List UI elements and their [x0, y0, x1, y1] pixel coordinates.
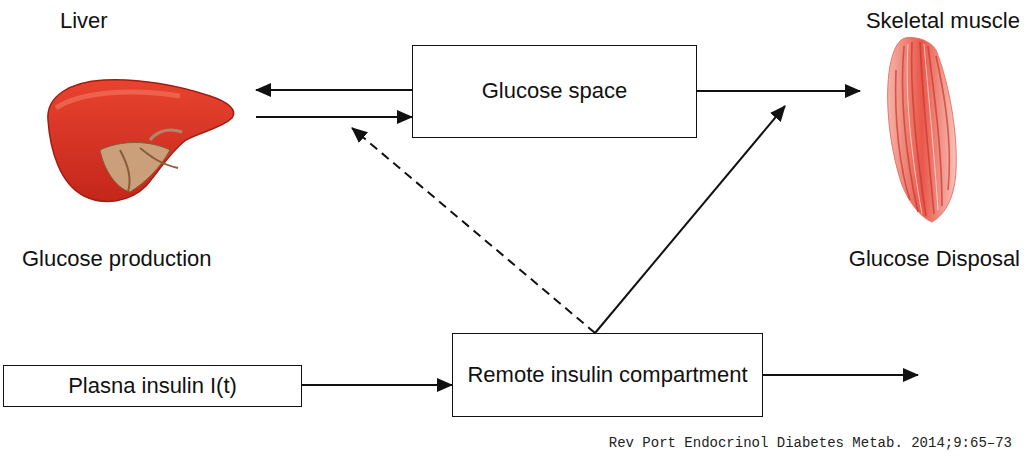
node-caption: Glucose Disposal [849, 246, 1020, 272]
flow-arrow [697, 90, 860, 92]
node-title: Remote insulin compartment [467, 362, 747, 388]
flow-arrow [256, 116, 412, 118]
insulin-action-dashed [352, 128, 595, 333]
node-title: Plasna insulin I(t) [68, 373, 237, 399]
insulin-action-line [595, 106, 785, 333]
flow-arrow [302, 384, 452, 386]
node-title: Glucose space [482, 78, 628, 104]
muscle-illustration [888, 38, 957, 223]
muscle-figure: Skeletal muscleGlucose Disposal [860, 0, 1022, 285]
liver-illustration [48, 80, 234, 202]
compartment-box: Remote insulin compartment [452, 333, 763, 417]
input-box: Plasna insulin I(t) [3, 365, 302, 407]
node-title: Skeletal muscle [866, 8, 1020, 34]
node-caption: Glucose production [22, 246, 212, 272]
liver-figure: LiverGlucose production [20, 0, 256, 285]
node-title: Liver [60, 8, 108, 34]
source-citation: Rev Port Endocrinol Diabetes Metab. 2014… [607, 435, 1014, 451]
flow-arrow [256, 89, 412, 91]
clearance-arrow [763, 374, 918, 376]
process-box: Glucose space [412, 45, 697, 138]
